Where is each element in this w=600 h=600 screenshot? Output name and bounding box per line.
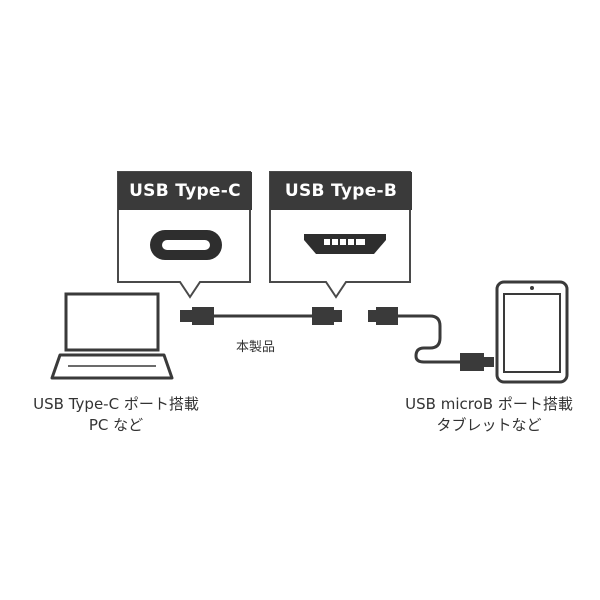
tablet-caption-line2: タブレットなど (436, 416, 542, 434)
laptop-caption: USB Type-C ポート搭載 PC など (6, 394, 226, 436)
tablet-icon (495, 280, 569, 384)
usb-micro-b-port-icon (304, 234, 386, 254)
type-c-plug (180, 307, 214, 325)
callout-type-c-label: USB Type-C (118, 172, 252, 210)
cable-label: 本製品 (236, 340, 276, 355)
micro-b-plug (312, 307, 342, 325)
laptop-caption-line1: USB Type-C ポート搭載 (33, 395, 199, 413)
usb-type-c-port-icon (150, 230, 222, 260)
tablet-caption-line1: USB microB ポート搭載 (405, 395, 573, 413)
laptop-icon (50, 292, 174, 380)
callout-type-b-label: USB Type-B (270, 172, 412, 210)
tablet-caption: USB microB ポート搭載 タブレットなど (378, 394, 600, 436)
tablet-cable (368, 307, 494, 371)
laptop-caption-line2: PC など (88, 416, 144, 434)
